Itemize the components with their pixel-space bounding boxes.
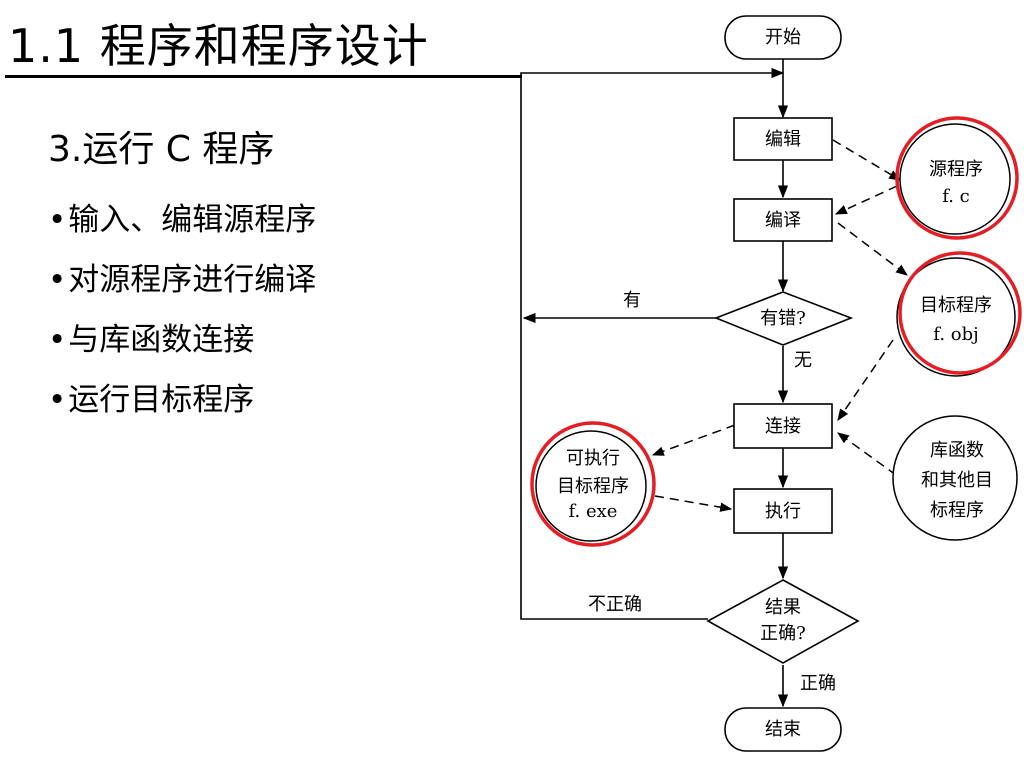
arrow-library-to-link <box>837 432 897 476</box>
library-label-1: 库函数 <box>930 440 984 461</box>
compile-label: 编译 <box>765 210 801 231</box>
section-heading: 3.运行 C 程序 <box>48 129 275 170</box>
arrow-object-to-link <box>837 339 894 421</box>
execute-label: 执行 <box>765 501 801 522</box>
object-circle <box>896 257 1016 377</box>
slide-title: 1.1 程序和程序设计 <box>8 19 429 73</box>
error-yes-label: 有 <box>623 290 641 311</box>
result-right-label: 正确 <box>800 673 836 694</box>
arrow-link-to-exe <box>651 424 736 456</box>
bullet-list: 输入、编辑源程序 对源程序进行编译 与库函数连接 运行目标程序 <box>48 190 316 430</box>
title-underline <box>5 75 522 78</box>
result-decision-label-1: 结果 <box>765 597 801 618</box>
executable-highlight-ring <box>530 421 656 547</box>
link-label: 连接 <box>765 416 801 437</box>
source-label-1: 源程序 <box>929 159 983 180</box>
edit-box <box>733 117 833 161</box>
bullet-item: 输入、编辑源程序 <box>48 190 316 250</box>
edit-label: 编辑 <box>765 129 801 150</box>
executable-label-2: 目标程序 <box>557 476 629 497</box>
start-terminal <box>724 15 842 60</box>
result-decision-label-2: 正确? <box>760 623 806 644</box>
execute-box <box>733 488 833 534</box>
arrow-edit-to-source <box>832 139 902 181</box>
executable-label-3: f. exe <box>569 501 618 522</box>
dashed-connectors <box>651 139 908 512</box>
result-decision-diamond <box>706 579 860 664</box>
library-label-3: 标程序 <box>930 500 984 521</box>
arrow-exe-to-execute <box>654 495 733 512</box>
source-highlight-ring <box>895 116 1019 240</box>
end-terminal <box>724 707 842 752</box>
library-circle <box>892 415 1018 541</box>
source-circle <box>899 123 1011 235</box>
arrow-source-to-compile <box>834 185 898 215</box>
error-decision-diamond <box>713 291 854 346</box>
start-label: 开始 <box>765 27 801 48</box>
arrow-compile-to-object <box>837 222 908 276</box>
object-label-2: f. obj <box>933 324 978 345</box>
result-wrong-label: 不正确 <box>588 594 642 615</box>
end-label: 结束 <box>765 719 801 740</box>
source-label-2: f. c <box>942 186 970 207</box>
flow-connectors <box>520 59 789 708</box>
error-decision-label: 有错? <box>760 308 806 329</box>
library-label-2: 和其他目 <box>921 470 993 491</box>
compile-box <box>733 198 833 242</box>
bullet-item: 对源程序进行编译 <box>48 250 316 310</box>
bullet-item: 与库函数连接 <box>48 310 316 370</box>
object-highlight-ring <box>898 251 1022 375</box>
object-label-1: 目标程序 <box>920 295 992 316</box>
executable-label-1: 可执行 <box>566 448 620 469</box>
executable-circle <box>535 430 647 542</box>
link-box <box>733 403 833 449</box>
bullet-item: 运行目标程序 <box>48 370 316 430</box>
loop-back-line <box>520 67 785 620</box>
error-no-label: 无 <box>794 350 812 371</box>
